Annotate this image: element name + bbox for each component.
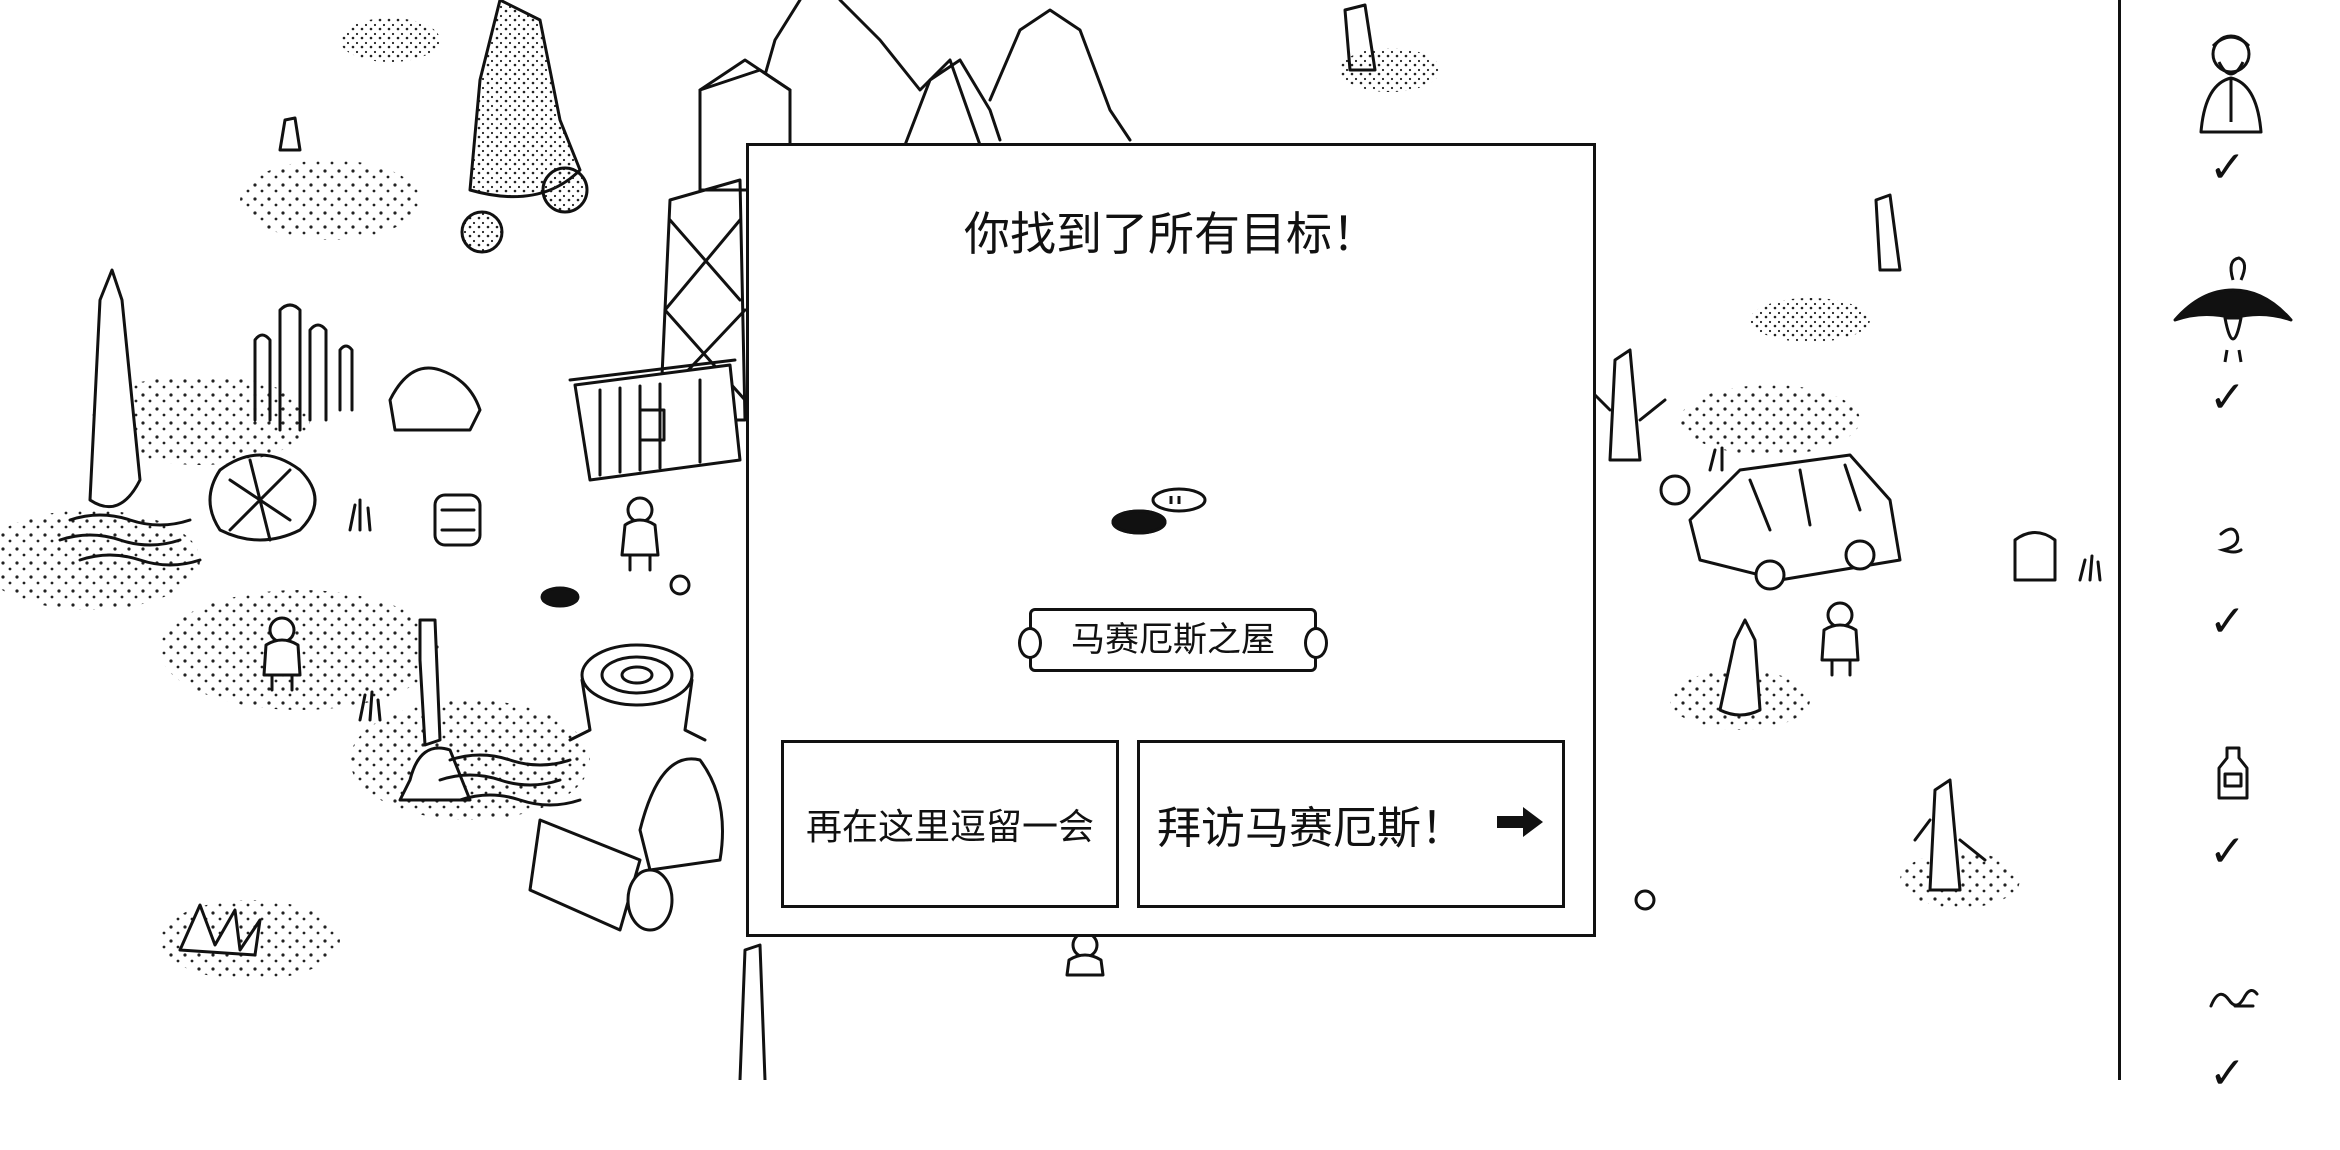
location-label: 马赛厄斯之屋 [1018,608,1328,672]
snake-icon [2209,989,2259,1008]
target-item[interactable]: ✓ [2121,920,2340,1150]
check-icon: ✓ [2209,372,2246,423]
target-item[interactable]: ✓ [2121,460,2340,690]
level-complete-dialog: 你找到了所有目标！ 马赛厄斯之屋 再在这里逗留一会 拜访马赛厄斯！ [746,143,1596,937]
worm-icon [2217,527,2243,554]
stay-here-button[interactable]: 再在这里逗留一会 [781,740,1119,908]
check-icon: ✓ [2209,1048,2246,1099]
target-item[interactable]: ✓ [2121,690,2340,920]
target-item[interactable]: ✓ [2121,230,2340,460]
bottle-icon [2217,746,2249,800]
target-item[interactable]: ✓ [2121,0,2340,230]
check-icon: ✓ [2209,596,2246,647]
visit-button-label: 拜访马赛厄斯！ [1157,803,1465,854]
bearded-man-icon [2199,34,2263,134]
stay-button-label: 再在这里逗留一会 [805,807,1094,848]
targets-sidebar: ✓ ✓ ✓ [2118,0,2340,1096]
hole-icon [1111,487,1207,535]
dialog-title: 你找到了所有目标！ [964,207,1378,261]
game-scene: 你找到了所有目标！ 马赛厄斯之屋 再在这里逗留一会 拜访马赛厄斯！ [0,0,2340,1096]
vulture-icon [2173,256,2293,363]
check-icon: ✓ [2209,826,2246,877]
arrow-right-icon [1495,799,1545,850]
desert-map-background[interactable] [0,0,2120,1080]
check-icon: ✓ [2209,142,2246,193]
visit-button[interactable]: 拜访马赛厄斯！ [1137,740,1565,908]
